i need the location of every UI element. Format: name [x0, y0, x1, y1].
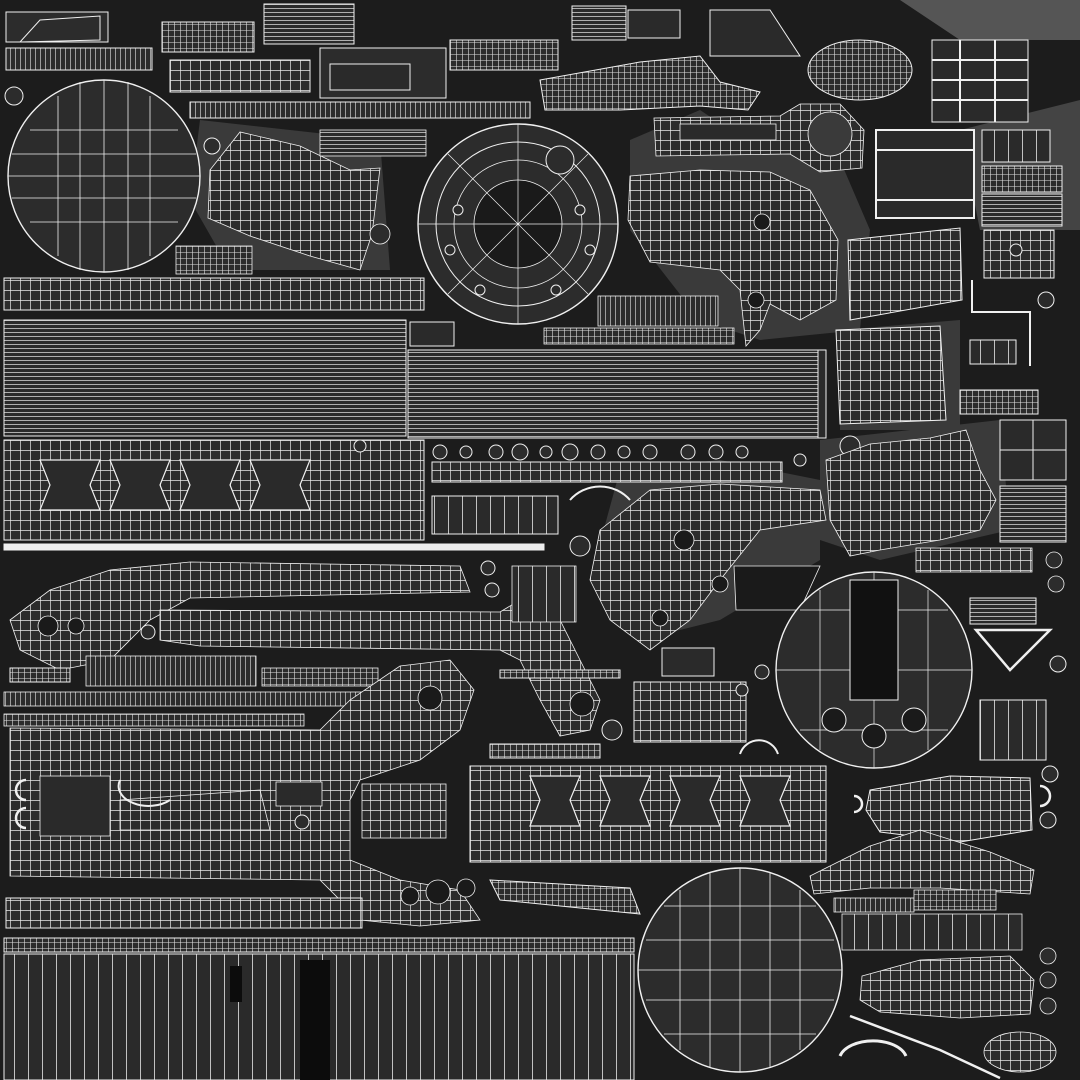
strip-band-1 — [3, 277, 425, 311]
mesh-pipe-center — [569, 483, 827, 651]
horseshoe-markers — [14, 778, 1052, 830]
line-panels — [3, 319, 827, 439]
uv-disc-top-left — [4, 79, 221, 273]
mesh-long-arm-left — [9, 659, 481, 927]
mesh-arms-left — [3, 561, 601, 737]
mesh-patch-wavy-right — [825, 429, 1065, 593]
middle-band-left — [3, 439, 783, 551]
mesh-patch-wavy-left — [175, 129, 427, 275]
uv-wheel-right-middle — [775, 571, 973, 769]
right-middle-islands — [865, 597, 1067, 843]
misc-small-markers — [9, 243, 1023, 830]
mesh-arm-lower-right — [809, 829, 1057, 1080]
uv-wheel-center-top — [417, 123, 619, 325]
right-column-islands — [835, 129, 1067, 543]
notched-panel-center — [469, 647, 827, 915]
small-circles-row — [432, 435, 861, 557]
mesh-bracket-top-right — [543, 103, 865, 347]
top-row-islands — [5, 3, 1029, 123]
lower-left-strips — [3, 897, 635, 1080]
uv-disc-bottom-center — [637, 867, 843, 1073]
